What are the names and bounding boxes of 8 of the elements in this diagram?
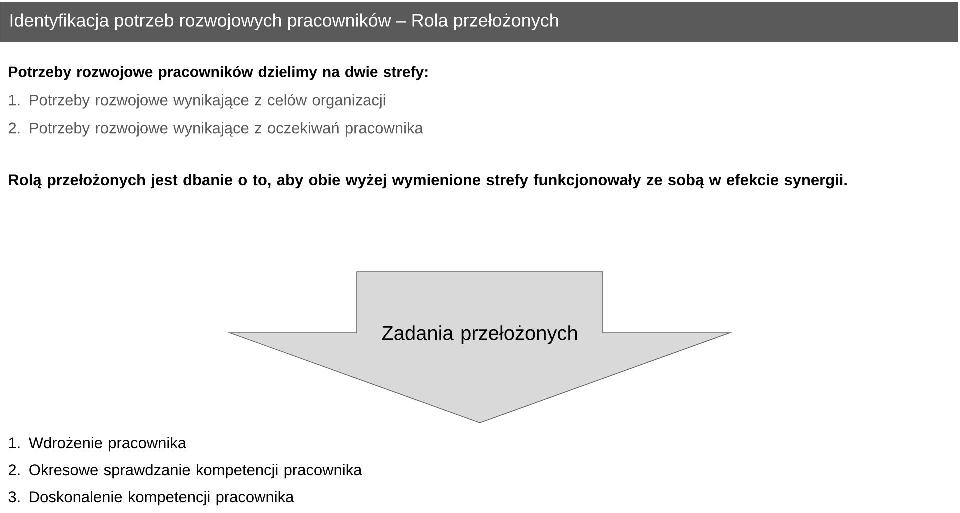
title-band: Identyfikacja potrzeb rozwojowych pracowników – Rola przełożonych (0, 2, 958, 42)
text-line: 2. Potrzeby rozwojowe wynikające z oczekiwań pracownika (9, 122, 424, 137)
text-line: 1. Potrzeby rozwojowe wynikające z celów organizacji (9, 94, 386, 109)
text-line: Potrzeby rozwojowe pracowników dzielimy na dwie strefy: (9, 66, 428, 80)
text-line: Rolą przełożonych jest dbanie o to, aby obie wyżej wymienione strefy funkcjonowały ze sobą w efekcie synergii. (9, 174, 847, 189)
text-line: 1. Wdrożenie pracownika (9, 437, 186, 452)
text-line: 3. Doskonalenie kompetencji pracownika (8, 491, 294, 506)
text-line: 2. Okresowe sprawdzanie kompetencji pracownika (9, 464, 362, 479)
